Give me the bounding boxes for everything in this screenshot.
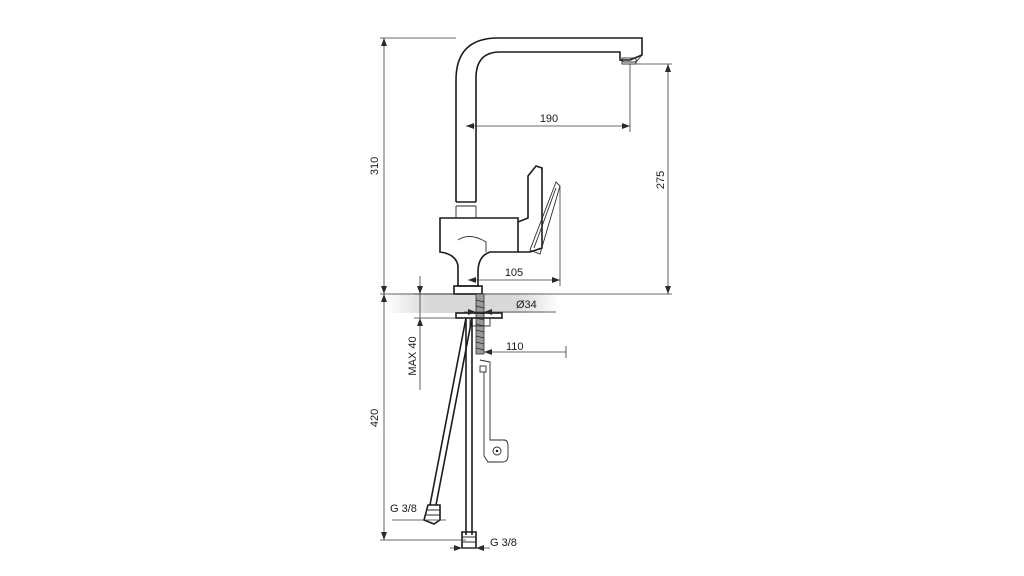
label-spout-height: 275 xyxy=(655,171,667,189)
aerator xyxy=(621,57,637,65)
faucet-body xyxy=(439,37,643,295)
nut xyxy=(469,317,491,327)
mounting-hardware xyxy=(423,293,509,549)
label-spout-reach: 190 xyxy=(540,113,558,125)
label-lever-reach: 105 xyxy=(505,267,523,279)
dimension-lines xyxy=(380,37,672,551)
label-below-length: 420 xyxy=(369,409,381,427)
lever-open xyxy=(529,181,561,255)
label-hose-thread-left: G 3/8 xyxy=(390,503,417,515)
lever-closed xyxy=(517,165,543,253)
dimension-labels: 310 190 275 105 Ø34 MAX 40 110 420 G 3/8… xyxy=(369,113,667,549)
hose-left xyxy=(429,317,467,506)
faucet-base xyxy=(453,285,483,295)
label-total-height: 310 xyxy=(369,157,381,175)
spout xyxy=(455,37,643,202)
label-max-thickness: MAX 40 xyxy=(407,336,419,375)
label-hose-thread-right: G 3/8 xyxy=(490,537,517,549)
label-below-reach: 110 xyxy=(506,341,524,353)
label-hole-diameter: Ø34 xyxy=(516,299,537,311)
hose-weight xyxy=(479,359,509,463)
mixer-body xyxy=(439,217,519,287)
countertop-section xyxy=(385,293,560,313)
fitting-left xyxy=(423,504,441,525)
